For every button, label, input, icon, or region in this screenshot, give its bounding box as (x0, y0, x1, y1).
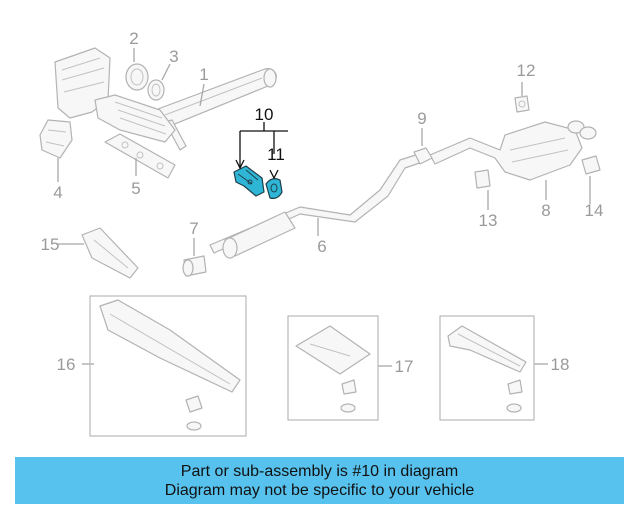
part-9-hanger[interactable] (413, 147, 433, 165)
callout-17[interactable]: 17 (395, 357, 414, 376)
callout-2[interactable]: 2 (129, 29, 138, 48)
part-10-bracket-highlighted[interactable] (233, 165, 265, 197)
callout-18[interactable]: 18 (551, 355, 570, 374)
part-12-bracket[interactable] (514, 95, 530, 113)
callout-7[interactable]: 7 (189, 219, 198, 238)
part-8-rear-muffler[interactable] (429, 120, 597, 181)
part-2-clamp[interactable] (125, 63, 149, 91)
callout-8[interactable]: 8 (541, 201, 550, 220)
part-14-hanger[interactable] (581, 155, 601, 175)
inset-box-16[interactable] (89, 295, 247, 437)
part-catalytic-converter (54, 47, 176, 143)
callout-14[interactable]: 14 (585, 201, 604, 220)
callouts: 1 2 3 4 5 6 7 8 9 10 11 12 13 14 15 16 1… (41, 29, 604, 376)
callout-11[interactable]: 11 (267, 145, 285, 164)
callout-3[interactable]: 3 (169, 47, 178, 66)
callout-13[interactable]: 13 (479, 211, 498, 230)
exhaust-parts-diagram: 1 2 3 4 5 6 7 8 9 10 11 12 13 14 15 16 1… (39, 29, 604, 437)
part-11-insulator-highlighted[interactable] (265, 178, 283, 199)
inset-box-17[interactable] (287, 315, 379, 421)
part-3-gasket[interactable] (147, 79, 165, 101)
callout-16[interactable]: 16 (57, 355, 76, 374)
part-4-heat-shield[interactable] (39, 119, 73, 159)
part-15-shield[interactable] (81, 227, 139, 279)
callout-10[interactable]: 10 (255, 105, 274, 124)
inset-box-18[interactable] (439, 315, 535, 421)
callout-12[interactable]: 12 (517, 61, 536, 80)
callout-15[interactable]: 15 (41, 235, 60, 254)
callout-1[interactable]: 1 (199, 65, 208, 84)
callout-4[interactable]: 4 (53, 183, 62, 202)
callout-9[interactable]: 9 (417, 109, 426, 128)
part-5-flange[interactable] (104, 133, 176, 179)
leader-lines (57, 48, 591, 367)
callout-5[interactable]: 5 (131, 179, 140, 198)
callout-6[interactable]: 6 (317, 237, 326, 256)
part-7-pipe-clamp[interactable] (182, 255, 207, 277)
banner-line-1: Part or sub-assembly is #10 in diagram (180, 462, 459, 480)
part-13-hanger[interactable] (474, 169, 491, 189)
info-banner: Part or sub-assembly is #10 in diagram D… (15, 457, 624, 504)
banner-line-2: Diagram may not be specific to your vehi… (164, 481, 475, 499)
